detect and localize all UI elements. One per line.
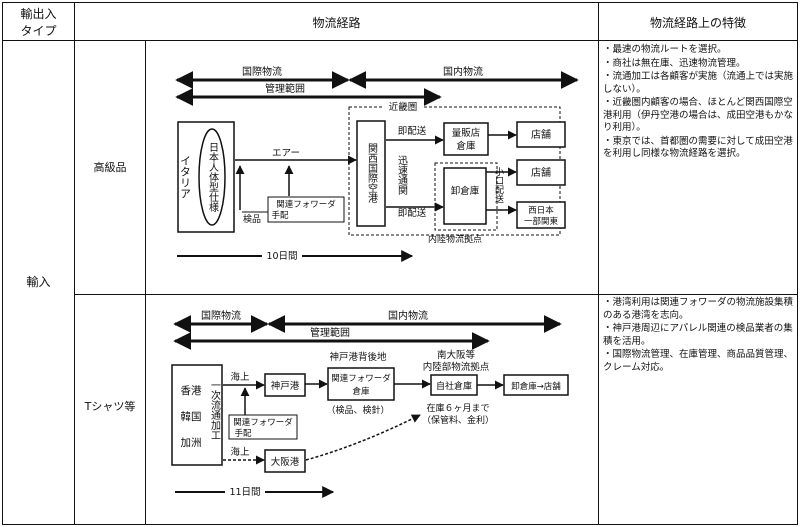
feature-item: ・近畿圏内顧客の場合、ほとんど関西国際空港利用（伊丹空港の場合は、成田空港もかな… bbox=[603, 97, 794, 133]
route-cell-luxury bbox=[145, 40, 599, 295]
feature-item: ・国際物流管理、在庫管理、商品品質管理、クレーム対応。 bbox=[603, 349, 794, 373]
feature-item: ・商社は無在庫、迅速物流管理。 bbox=[603, 57, 746, 69]
feature-item: ・流通加工は各顧客が実施（流通上では実施しない）。 bbox=[603, 71, 794, 95]
feature-item: ・東京では、首都圏の需要に対して成田空港を利用し同様な物流経路を選択。 bbox=[603, 135, 793, 160]
feature-item: ・最速の物流ルートを選択。 bbox=[603, 44, 727, 55]
header-features: 物流経路上の特徴 bbox=[649, 16, 746, 30]
import-label: 輸入 bbox=[26, 275, 51, 289]
header-route: 物流経路 bbox=[312, 16, 361, 30]
features-tshirt: ・港湾利用は関連フォワーダの物流施設集積のある港湾を志向。 ・神戸港周辺にアパレ… bbox=[603, 297, 793, 375]
features-cell-tshirt bbox=[598, 294, 798, 525]
header-type-line1: 輸出入 bbox=[20, 7, 57, 21]
header-type-line2: タイプ bbox=[20, 24, 57, 38]
route-cell-tshirt bbox=[145, 294, 599, 525]
category-tshirt: Tシャツ等 bbox=[84, 400, 136, 413]
feature-item: ・神戸港周辺にアパレル関連の検品業者の集積を活用。 bbox=[603, 323, 793, 347]
category-luxury: 高級品 bbox=[93, 161, 127, 174]
features-luxury: ・最速の物流ルートを選択。 ・商社は無在庫、迅速物流管理。 ・流通加工は各顧客が… bbox=[603, 44, 793, 162]
feature-item: ・港湾利用は関連フォワーダの物流施設集積のある港湾を志向。 bbox=[603, 297, 794, 321]
